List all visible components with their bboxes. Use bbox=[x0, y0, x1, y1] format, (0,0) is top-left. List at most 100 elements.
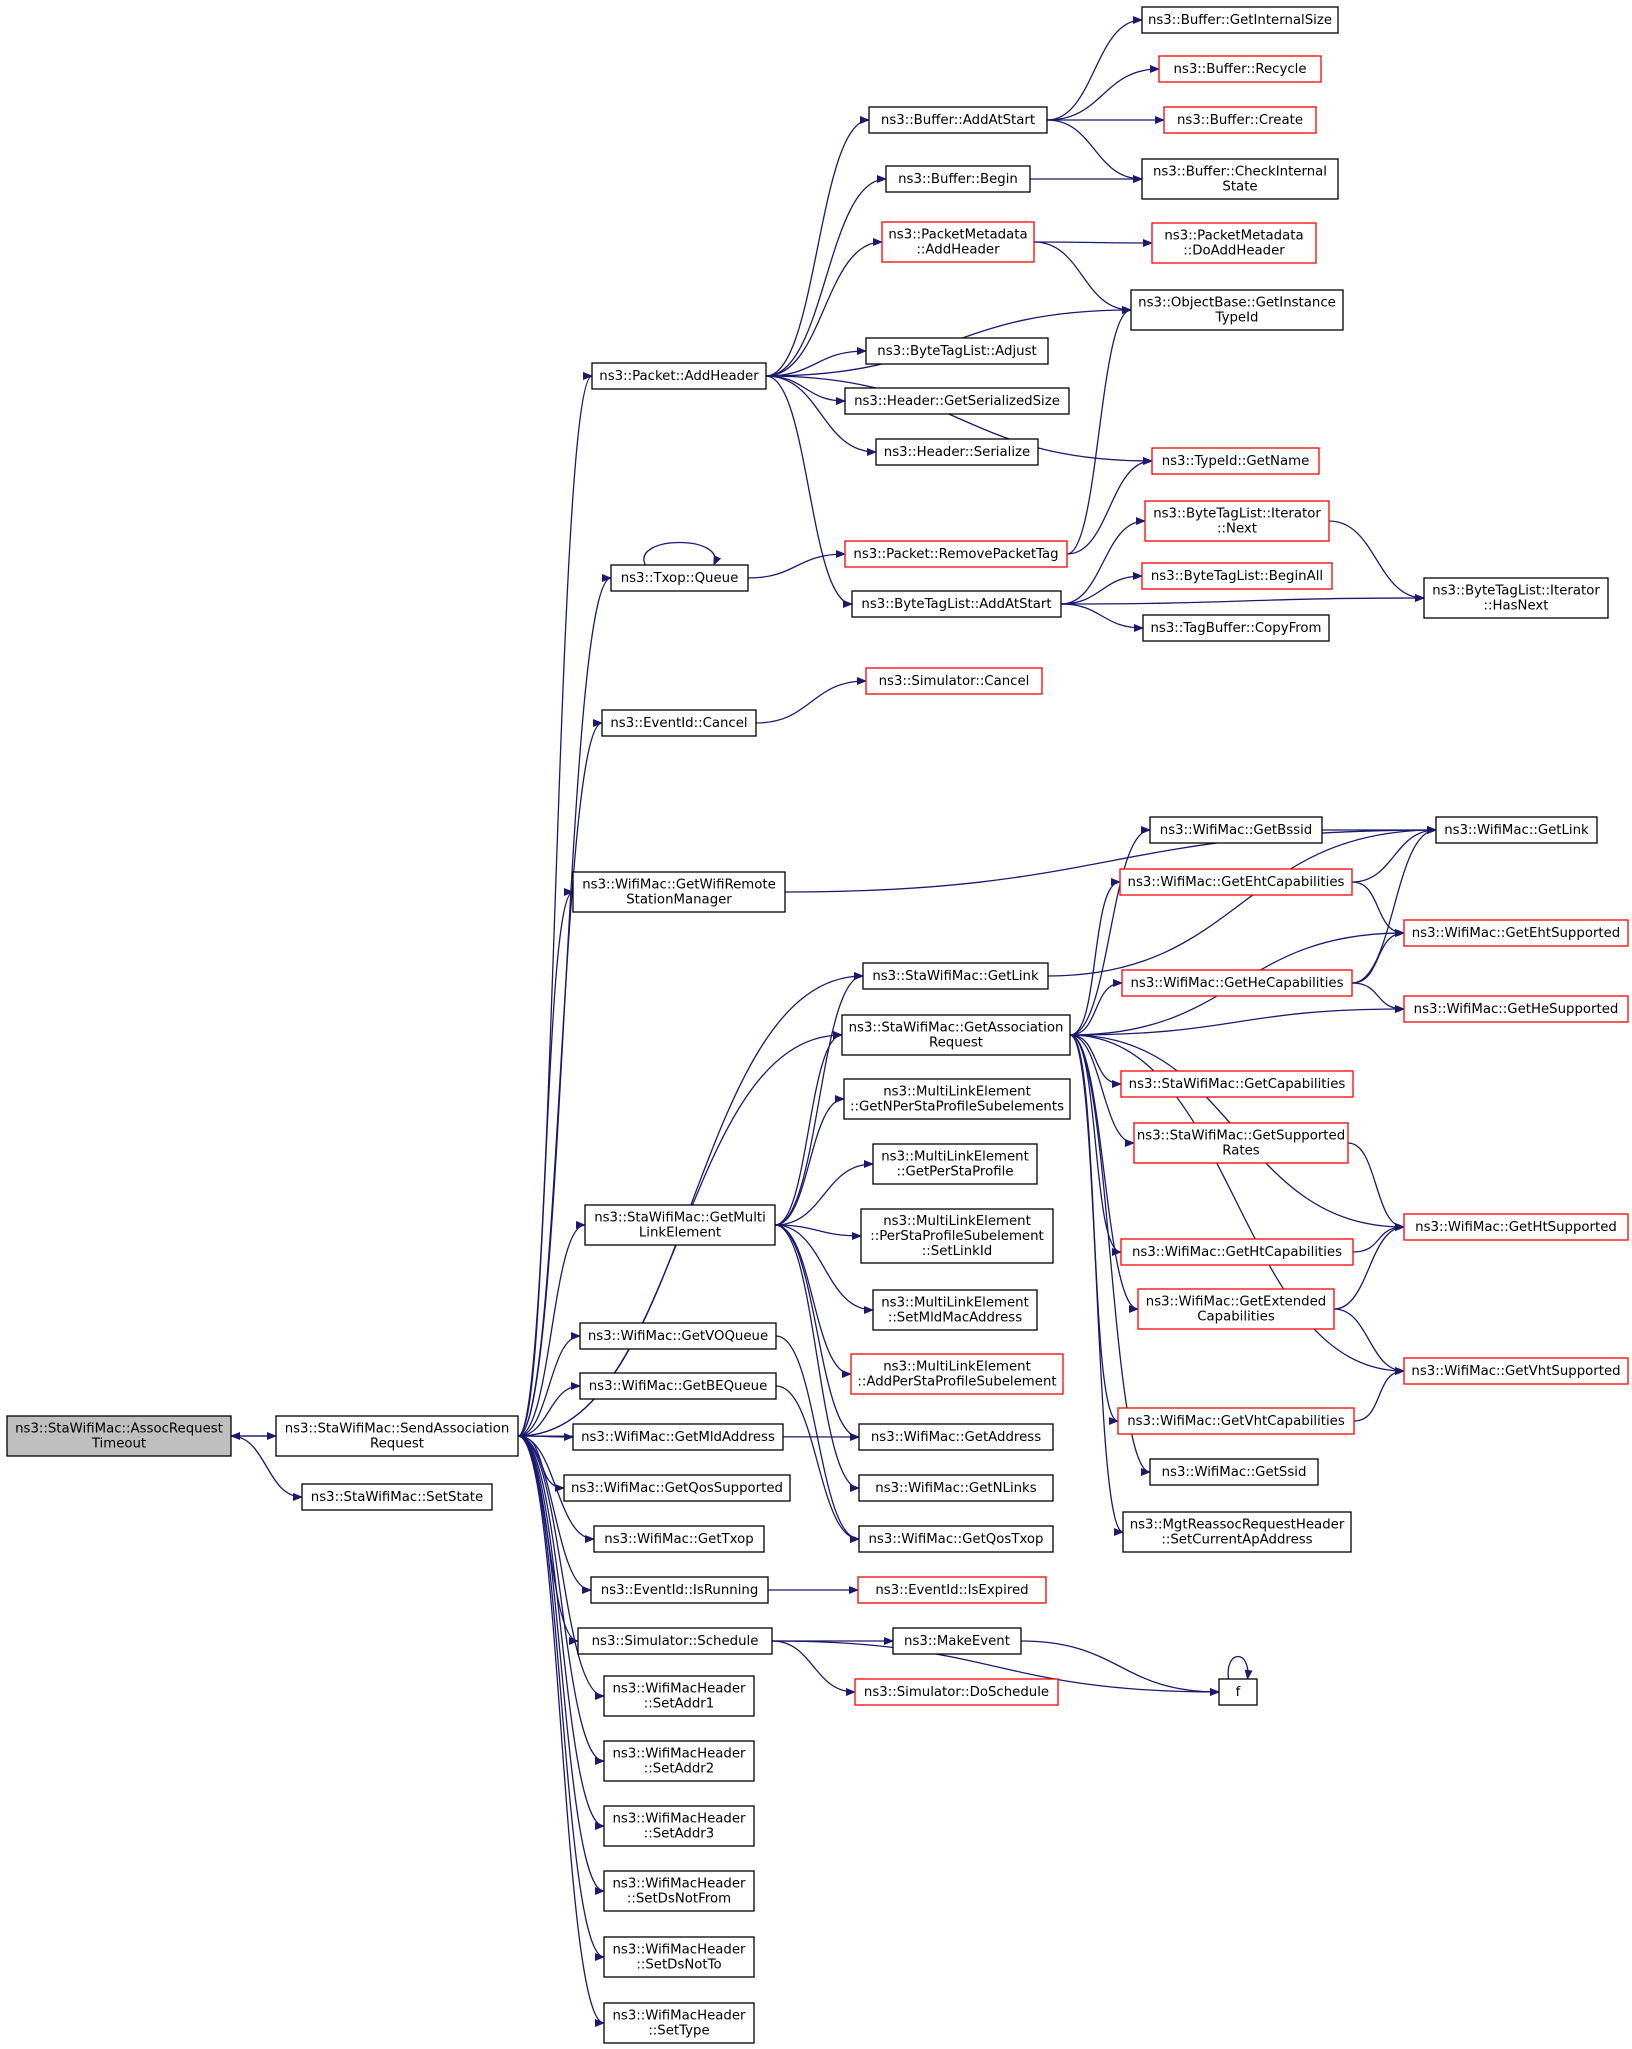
node-label: ns3::MultiLinkElement bbox=[883, 1085, 1031, 1100]
graph-node-sim-cancel[interactable]: ns3::Simulator::Cancel bbox=[865, 667, 1043, 695]
graph-node-f[interactable]: f bbox=[1218, 1678, 1258, 1706]
graph-node-buf-begin[interactable]: ns3::Buffer::Begin bbox=[885, 165, 1031, 193]
graph-node-buf-addatstart[interactable]: ns3::Buffer::AddAtStart bbox=[868, 106, 1048, 134]
node-box bbox=[6, 1415, 232, 1457]
node-box bbox=[872, 1143, 1038, 1185]
graph-node-wmh-settype[interactable]: ns3::WifiMacHeader::SetType bbox=[603, 2002, 755, 2044]
graph-node-evt-isrunning[interactable]: ns3::EventId::IsRunning bbox=[590, 1576, 769, 1604]
graph-node-btl-addatstart[interactable]: ns3::ByteTagList::AddAtStart bbox=[851, 590, 1062, 618]
graph-node-wm-getvhtcap[interactable]: ns3::WifiMac::GetVhtCapabilities bbox=[1117, 1407, 1355, 1435]
call-edge bbox=[765, 375, 853, 608]
call-edge bbox=[755, 677, 867, 724]
graph-node-wm-getbeq[interactable]: ns3::WifiMac::GetBEQueue bbox=[579, 1372, 777, 1400]
node-label: ns3::WifiMac::GetBEQueue bbox=[589, 1379, 768, 1394]
node-label: ns3::WifiMac::GetVhtSupported bbox=[1411, 1364, 1620, 1379]
graph-node-wmh-setaddr2[interactable]: ns3::WifiMacHeader::SetAddr2 bbox=[603, 1740, 755, 1782]
call-edge bbox=[1351, 929, 1405, 984]
graph-node-buf-recycle[interactable]: ns3::Buffer::Recycle bbox=[1158, 55, 1322, 83]
graph-node-pm-addheader[interactable]: ns3::PacketMetadata::AddHeader bbox=[881, 221, 1035, 263]
graph-node-wm-gethecap[interactable]: ns3::WifiMac::GetHeCapabilities bbox=[1121, 969, 1353, 997]
graph-node-btl-adjust[interactable]: ns3::ByteTagList::Adjust bbox=[865, 337, 1049, 365]
graph-node-wmh-setdsnotfrom[interactable]: ns3::WifiMacHeader::SetDsNotFrom bbox=[603, 1870, 755, 1912]
graph-node-wm-gethesup[interactable]: ns3::WifiMac::GetHeSupported bbox=[1403, 995, 1629, 1023]
graph-node-mle-setlinkid[interactable]: ns3::MultiLinkElement::PerStaProfileSube… bbox=[860, 1208, 1054, 1264]
graph-node-set-state[interactable]: ns3::StaWifiMac::SetState bbox=[301, 1483, 493, 1511]
graph-node-wm-getvhtsup[interactable]: ns3::WifiMac::GetVhtSupported bbox=[1403, 1357, 1629, 1385]
call-edge bbox=[517, 1221, 586, 1437]
graph-node-wm-getlink[interactable]: ns3::WifiMac::GetLink bbox=[1435, 816, 1598, 844]
graph-node-wm-getehtcap[interactable]: ns3::WifiMac::GetEhtCapabilities bbox=[1119, 868, 1353, 896]
node-box bbox=[1403, 1213, 1629, 1241]
graph-node-wm-getehtsup[interactable]: ns3::WifiMac::GetEhtSupported bbox=[1403, 919, 1629, 947]
graph-node-swm-getcap[interactable]: ns3::StaWifiMac::GetCapabilities bbox=[1120, 1070, 1354, 1098]
graph-node-mle-addper[interactable]: ns3::MultiLinkElement::AddPerStaProfileS… bbox=[850, 1353, 1064, 1395]
node-label: ::SetLinkId bbox=[922, 1244, 992, 1259]
graph-node-wm-getremote[interactable]: ns3::WifiMac::GetWifiRemoteStationManage… bbox=[572, 871, 786, 913]
graph-node-wm-gethtcap[interactable]: ns3::WifiMac::GetHtCapabilities bbox=[1120, 1238, 1354, 1266]
graph-node-btl-iter-hasnext[interactable]: ns3::ByteTagList::Iterator::HasNext bbox=[1423, 577, 1609, 619]
graph-node-make-event[interactable]: ns3::MakeEvent bbox=[892, 1627, 1022, 1655]
graph-node-tagbuf-copyfrom[interactable]: ns3::TagBuffer::CopyFrom bbox=[1142, 614, 1330, 642]
call-edge bbox=[774, 1224, 862, 1240]
graph-node-txop-queue[interactable]: ns3::Txop::Queue bbox=[610, 564, 749, 592]
call-edge bbox=[1333, 1223, 1405, 1310]
graph-node-wm-getvoq[interactable]: ns3::WifiMac::GetVOQueue bbox=[579, 1322, 777, 1350]
graph-node-evt-cancel[interactable]: ns3::EventId::Cancel bbox=[601, 709, 757, 737]
graph-node-wm-gettxop[interactable]: ns3::WifiMac::GetTxop bbox=[593, 1525, 765, 1553]
node-box bbox=[1119, 868, 1353, 896]
graph-node-wm-getssid[interactable]: ns3::WifiMac::GetSsid bbox=[1149, 1458, 1319, 1486]
graph-node-pkt-addheader[interactable]: ns3::Packet::AddHeader bbox=[591, 362, 767, 390]
graph-node-wm-getqostxop[interactable]: ns3::WifiMac::GetQosTxop bbox=[858, 1525, 1054, 1553]
graph-node-swm-getlink[interactable]: ns3::StaWifiMac::GetLink bbox=[862, 962, 1049, 990]
node-label: ns3::StaWifiMac::GetLink bbox=[872, 969, 1039, 984]
node-box bbox=[1120, 1238, 1354, 1266]
node-box bbox=[1120, 1070, 1354, 1098]
node-box bbox=[858, 1525, 1054, 1553]
graph-node-wm-getqossup[interactable]: ns3::WifiMac::GetQosSupported bbox=[563, 1474, 791, 1502]
node-label: ns3::Buffer::AddAtStart bbox=[881, 113, 1035, 128]
graph-node-wm-getnlinks[interactable]: ns3::WifiMac::GetNLinks bbox=[858, 1474, 1054, 1502]
node-label: ns3::Header::GetSerializedSize bbox=[854, 394, 1060, 409]
node-box bbox=[1141, 562, 1333, 590]
graph-node-buf-getinternalsize[interactable]: ns3::Buffer::GetInternalSize bbox=[1141, 6, 1339, 34]
graph-node-mle-getper[interactable]: ns3::MultiLinkElement::GetPerStaProfile bbox=[872, 1143, 1038, 1185]
graph-node-wm-getmld[interactable]: ns3::WifiMac::GetMldAddress bbox=[572, 1423, 784, 1451]
graph-node-mgt-setcurap[interactable]: ns3::MgtReassocRequestHeader::SetCurrent… bbox=[1122, 1511, 1352, 1553]
graph-node-wm-getbssid[interactable]: ns3::WifiMac::GetBssid bbox=[1149, 816, 1323, 844]
node-label: ns3::StaWifiMac::GetAssociation bbox=[849, 1021, 1064, 1036]
graph-node-typeid-getname[interactable]: ns3::TypeId::GetName bbox=[1151, 447, 1320, 475]
graph-node-wm-gethtsup[interactable]: ns3::WifiMac::GetHtSupported bbox=[1403, 1213, 1629, 1241]
graph-node-buf-create[interactable]: ns3::Buffer::Create bbox=[1163, 106, 1317, 134]
graph-node-btl-beginall[interactable]: ns3::ByteTagList::BeginAll bbox=[1141, 562, 1333, 590]
graph-node-hdr-getser[interactable]: ns3::Header::GetSerializedSize bbox=[844, 387, 1070, 415]
graph-node-pm-doaddheader[interactable]: ns3::PacketMetadata::DoAddHeader bbox=[1151, 222, 1317, 264]
graph-node-wmh-setdsnotto[interactable]: ns3::WifiMacHeader::SetDsNotTo bbox=[603, 1936, 755, 1978]
node-box bbox=[603, 1936, 755, 1978]
call-edge bbox=[1060, 517, 1146, 605]
graph-node-sim-doschedule[interactable]: ns3::Simulator::DoSchedule bbox=[854, 1678, 1059, 1706]
graph-node-wm-getaddress[interactable]: ns3::WifiMac::GetAddress bbox=[858, 1423, 1054, 1451]
node-box bbox=[1130, 289, 1344, 331]
node-label: ns3::StaWifiMac::GetMulti bbox=[594, 1211, 766, 1226]
graph-node-mle-getnper[interactable]: ns3::MultiLinkElement::GetNPerStaProfile… bbox=[843, 1078, 1071, 1120]
graph-node-pkt-removetag[interactable]: ns3::Packet::RemovePacketTag bbox=[844, 540, 1068, 568]
graph-node-wmh-setaddr3[interactable]: ns3::WifiMacHeader::SetAddr3 bbox=[603, 1805, 755, 1847]
graph-node-sim-schedule[interactable]: ns3::Simulator::Schedule bbox=[577, 1627, 773, 1655]
node-box bbox=[843, 1078, 1071, 1120]
graph-node-wmh-setaddr1[interactable]: ns3::WifiMacHeader::SetAddr1 bbox=[603, 1675, 755, 1717]
graph-node-evt-isexpired[interactable]: ns3::EventId::IsExpired bbox=[857, 1576, 1047, 1604]
graph-node-btl-iter-next[interactable]: ns3::ByteTagList::Iterator::Next bbox=[1144, 500, 1330, 542]
node-label: ns3::EventId::IsRunning bbox=[601, 1583, 759, 1598]
graph-node-hdr-ser[interactable]: ns3::Header::Serialize bbox=[875, 438, 1039, 466]
graph-node-mle-setmld[interactable]: ns3::MultiLinkElement::SetMldMacAddress bbox=[872, 1289, 1038, 1331]
call-edge bbox=[517, 1382, 581, 1437]
call-edge bbox=[1033, 238, 1153, 247]
